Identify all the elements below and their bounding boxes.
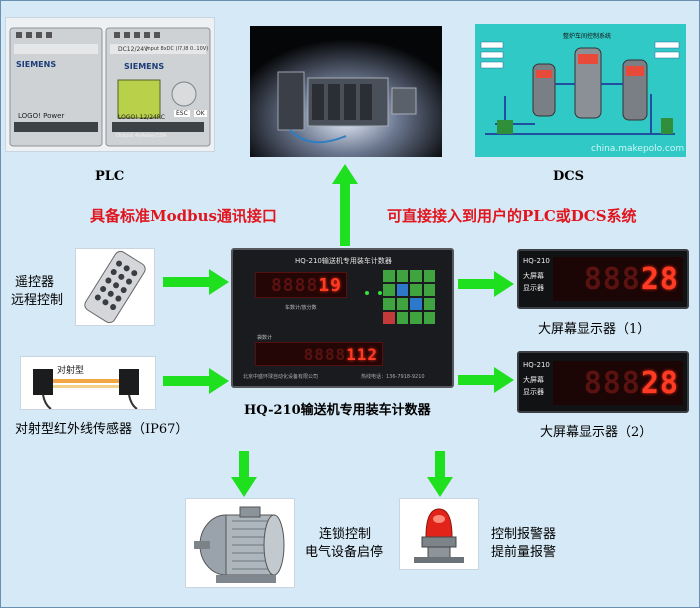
keypad-key[interactable] [410, 298, 422, 310]
big-display-2-model: HQ-210 [523, 361, 550, 369]
arrow-down-alarm [427, 451, 453, 497]
counter-top-display: 8888 19 [255, 272, 347, 298]
counter-label-mid2: 袋数计 [257, 335, 273, 341]
counter-top-value: 19 [318, 274, 342, 296]
big-display-1: HQ-210 大屏幕 显示器 888 28 [517, 249, 689, 309]
hardware-image [250, 26, 442, 157]
plc-brand-right: SIEMENS [124, 62, 165, 71]
counter-indicator-leds [365, 280, 383, 299]
plc-ok-key: OK [194, 110, 207, 117]
keypad-key[interactable] [410, 312, 422, 324]
plc-image: SIEMENS DC12/24V Input 8xDC (I7,I8 0..10… [6, 18, 214, 151]
arrow-up [332, 164, 358, 246]
arrow-device-to-display-2 [458, 367, 514, 393]
counter-hotline: 热线电话：136-7918-9210 [361, 374, 425, 380]
counter-keypad [383, 270, 435, 324]
counter-bottom-display: 8888 112 [255, 342, 383, 366]
big-display-2-name: 大屏幕 [523, 376, 544, 384]
sensor-label: 对射型红外线传感器（IP67） [15, 422, 189, 437]
alarm-label-1: 控制报警器 [491, 527, 557, 542]
display-1-label: 大屏幕显示器（1） [538, 322, 651, 337]
plc-model-left: LOGO! Power [18, 112, 65, 120]
keypad-key[interactable] [423, 284, 435, 296]
keypad-key[interactable] [383, 284, 395, 296]
sensor-image: 对射型 [21, 357, 155, 410]
hardware-illustration [250, 26, 442, 157]
remote-image [76, 249, 154, 325]
alarm-image [400, 499, 478, 569]
keypad-key[interactable] [396, 270, 408, 282]
counter-top-dim-digits: 8888 [270, 274, 319, 296]
motor-label-1: 连锁控制 [319, 527, 372, 542]
big-display-1-screen: 888 28 [553, 257, 683, 301]
big-display-2-value: 28 [640, 365, 679, 401]
arrow-down-motor [231, 451, 257, 497]
motor-image [186, 499, 294, 587]
plc-illustration [6, 18, 214, 151]
arrow-sensor-to-device [163, 368, 229, 394]
big-display-1-model: HQ-210 [523, 257, 550, 265]
arrow-device-to-display-1 [458, 271, 514, 297]
counter-title: HQ-210输送机专用装车计数器 [295, 257, 392, 265]
dcs-label: DCS [553, 169, 585, 184]
keypad-key[interactable] [410, 270, 422, 282]
keypad-key[interactable] [396, 312, 408, 324]
keypad-key[interactable] [423, 312, 435, 324]
direct-access-headline: 可直接接入到用户的PLC或DCS系统 [387, 207, 637, 225]
keypad-key[interactable] [383, 270, 395, 282]
motor-illustration [186, 499, 294, 587]
keypad-key[interactable] [423, 298, 435, 310]
modbus-headline: 具备标准Modbus通讯接口 [90, 207, 277, 225]
dcs-title: 整炉车间控制系统 [563, 33, 612, 40]
plc-esc-key: ESC [174, 110, 190, 117]
remote-label-2: 远程控制 [11, 293, 64, 308]
remote-illustration [76, 249, 154, 325]
display-2-label: 大屏幕显示器（2） [540, 425, 653, 440]
keypad-key[interactable] [410, 284, 422, 296]
sensor-illustration [21, 357, 155, 410]
motor-label-2: 电气设备启停 [305, 545, 384, 560]
sensor-tag: 对射型 [57, 366, 85, 376]
keypad-key[interactable] [383, 312, 395, 324]
counter-bottom-dim-digits: 8888 [303, 344, 347, 364]
dcs-illustration [475, 24, 686, 157]
device-label: HQ-210输送机专用装车计数器 [244, 403, 431, 418]
keypad-key[interactable] [396, 298, 408, 310]
big-display-1-value: 28 [640, 261, 679, 297]
keypad-key[interactable] [396, 284, 408, 296]
big-display-1-name: 大屏幕 [523, 272, 544, 280]
counter-bottom-value: 112 [346, 344, 378, 364]
dcs-watermark: china.makepolo.com [591, 144, 685, 154]
big-display-1-name2: 显示器 [523, 284, 544, 292]
alarm-label-2: 提前量报警 [491, 545, 557, 560]
big-display-1-dim-digits: 888 [583, 261, 641, 297]
counter-label-mid1: 车数计/放分数 [285, 305, 317, 311]
plc-label: PLC [95, 169, 125, 184]
plc-output: Output 4xRelay/10A [116, 133, 167, 139]
keypad-key[interactable] [423, 270, 435, 282]
big-display-2-name2: 显示器 [523, 388, 544, 396]
big-display-2: HQ-210 大屏幕 显示器 888 28 [517, 351, 689, 413]
arrow-remote-to-device [163, 269, 229, 295]
counter-company: 北京中盛环球自动化设备有限公司 [243, 374, 319, 380]
counter-device: HQ-210输送机专用装车计数器 8888 19 车数 [231, 248, 454, 388]
dcs-image: 整炉车间控制系统 china.makepolo.com [475, 24, 686, 157]
plc-model-right: LOGO! 12/24RC [118, 114, 165, 121]
plc-voltage: DC12/24V [118, 46, 149, 53]
alarm-illustration [400, 499, 478, 569]
plc-brand-left: SIEMENS [16, 60, 57, 69]
plc-input: Input 8xDC (I7,I8 0..10V) [146, 46, 209, 52]
remote-label-1: 遥控器 [15, 275, 55, 290]
big-display-2-dim-digits: 888 [583, 365, 641, 401]
big-display-2-screen: 888 28 [553, 361, 683, 405]
keypad-key[interactable] [383, 298, 395, 310]
